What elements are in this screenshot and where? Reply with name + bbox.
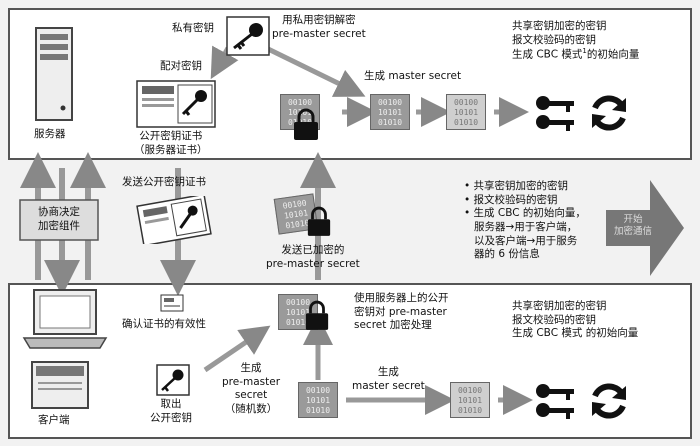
padlock-icon (294, 108, 318, 140)
server-keys-note: 共享密钥加密的密钥 报文校验码的密钥 生成 CBC 模式1的初始向量 (512, 20, 640, 61)
arrow-client-gen (203, 325, 271, 373)
padlock-icon-sent (307, 206, 331, 236)
server-gen-master-label: 生成 master secret (364, 70, 462, 82)
negotiate-box (19, 199, 99, 241)
verify-label: 确认证书的有效性 (122, 318, 206, 330)
negotiate-label: 协商决定加密组件 (38, 206, 80, 232)
bullet-list: • 共享密钥加密的密钥 • 报文校验码的密钥 • 生成 CBC 的初始向量， 服… (464, 180, 586, 261)
key-pair-icon-client (536, 384, 574, 419)
start-arrow (606, 180, 684, 276)
arrow-decrypt (260, 43, 366, 97)
client-computer-icon (31, 361, 89, 409)
laptop-icon (22, 289, 108, 349)
server-cert-label: 公开密钥证书（服务器证书） (134, 130, 208, 156)
client-name: 客户端 (38, 414, 70, 426)
key-pair-icon-server (536, 96, 574, 131)
private-key-label: 私有密钥 (172, 22, 214, 34)
client-panel (8, 283, 692, 439)
verify-document-icon (160, 294, 184, 312)
take-key-label: 取出公开密钥 (150, 398, 192, 424)
send-cert-label: 发送公开密钥证书 (122, 176, 206, 188)
refresh-icon-server (592, 95, 626, 131)
start-label: 开始加密通信 (614, 214, 653, 238)
client-keys-note: 共享密钥加密的密钥报文校验码的密钥生成 CBC 模式 的初始向量 (512, 300, 639, 340)
sent-certificate-icon (136, 196, 212, 244)
padlock-icon-client (305, 300, 329, 330)
server-name: 服务器 (34, 128, 66, 140)
server-icon (35, 27, 73, 121)
server-certificate-icon (136, 80, 216, 128)
public-key-icon (156, 364, 190, 396)
refresh-icon-client (592, 383, 626, 419)
pair-key-label: 配对密钥 (160, 60, 202, 72)
private-key-icon (226, 16, 270, 56)
